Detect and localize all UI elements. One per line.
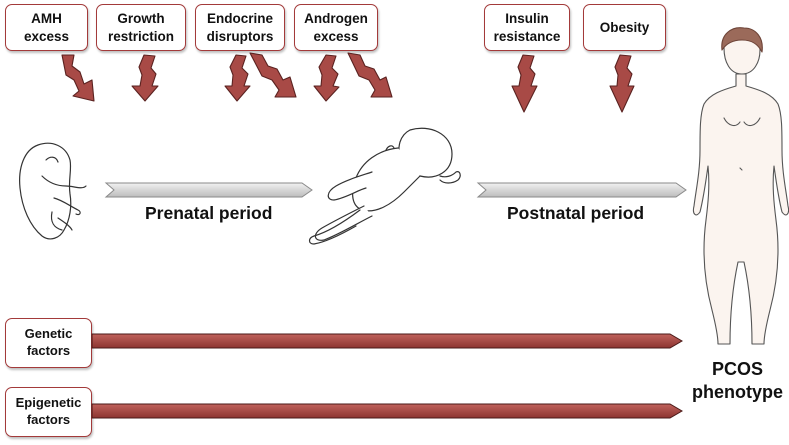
epigenetic-factors-bar bbox=[91, 403, 683, 419]
risk-box-growth-restriction: Growth restriction bbox=[96, 4, 186, 51]
pcos-phenotype-label: PCOS phenotype bbox=[691, 359, 783, 402]
genetic-factors-bar bbox=[91, 333, 683, 349]
lightning-arrow-endocrine-a bbox=[224, 54, 251, 102]
lightning-arrow-endocrine-b bbox=[249, 52, 297, 98]
lightning-arrow-insulin bbox=[511, 54, 538, 113]
lightning-arrow-androgen-b bbox=[347, 52, 393, 98]
risk-box-obesity: Obesity bbox=[583, 4, 666, 51]
genetic-factors-box: Genetic factors bbox=[5, 318, 92, 368]
prenatal-timeline-arrow bbox=[104, 182, 313, 198]
risk-box-insulin-resistance: Insulin resistance bbox=[484, 4, 570, 51]
risk-box-endocrine-disruptors: Endocrine disruptors bbox=[195, 4, 285, 51]
risk-box-amh-excess: AMH excess bbox=[5, 4, 88, 51]
postnatal-timeline-arrow bbox=[476, 182, 687, 198]
lightning-arrow-androgen-a bbox=[313, 54, 340, 102]
fetus-illustration bbox=[19, 142, 87, 240]
epigenetic-factors-box: Epigenetic factors bbox=[5, 387, 92, 437]
prenatal-period-label: Prenatal period bbox=[145, 203, 273, 223]
lightning-arrow-amh bbox=[61, 54, 95, 102]
woman-illustration bbox=[692, 27, 789, 345]
lightning-arrow-growth bbox=[131, 54, 159, 102]
risk-box-androgen-excess: Androgen excess bbox=[294, 4, 378, 51]
lightning-arrow-obesity bbox=[609, 54, 635, 113]
postnatal-period-label: Postnatal period bbox=[507, 203, 645, 223]
baby-illustration bbox=[308, 127, 461, 245]
